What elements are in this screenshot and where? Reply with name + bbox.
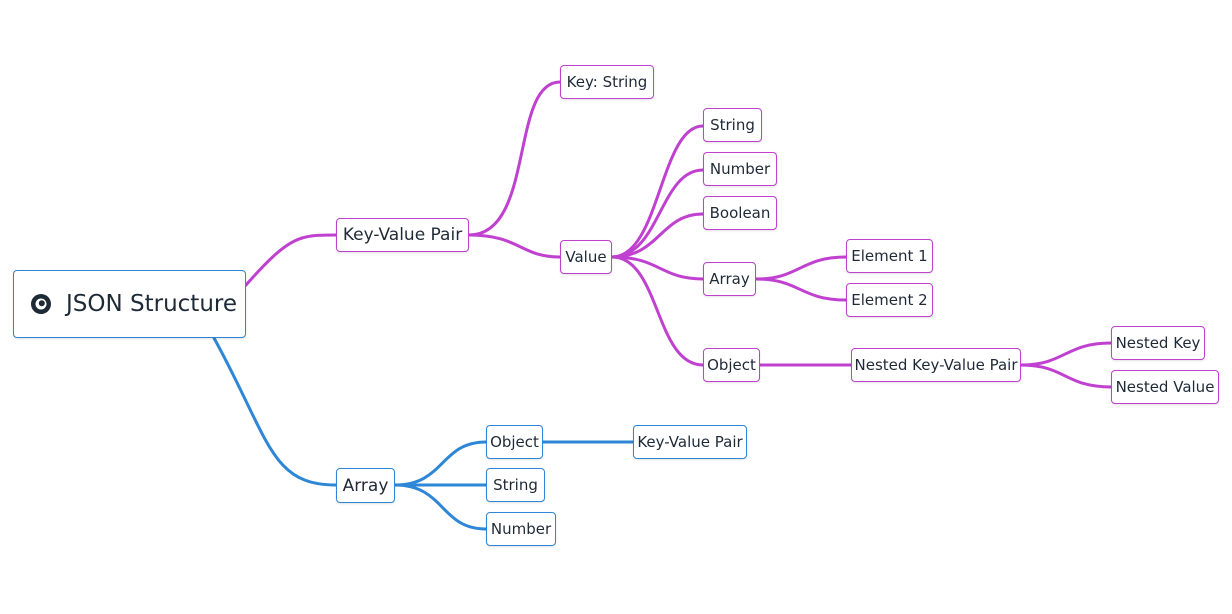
node-value-string[interactable]: String <box>703 108 762 142</box>
node-label: Nested Key-Value Pair <box>854 356 1018 374</box>
node-array-string[interactable]: String <box>486 468 545 502</box>
node-label: Value <box>565 248 607 266</box>
node-label: Key: String <box>566 73 648 91</box>
link-array-element1 <box>754 255 848 281</box>
node-value-object[interactable]: Object <box>703 348 760 382</box>
root-node[interactable]: JSON Structure <box>13 270 246 338</box>
root-label: JSON Structure <box>66 291 237 317</box>
node-value-number[interactable]: Number <box>703 152 777 186</box>
node-value[interactable]: Value <box>560 240 612 274</box>
link-array-object <box>393 440 488 487</box>
link-value-string <box>610 124 705 259</box>
link-value-boolean <box>610 212 705 259</box>
link-kvp-value <box>467 233 562 259</box>
node-label: Nested Key <box>1115 334 1201 352</box>
node-element-2[interactable]: Element 2 <box>846 283 933 317</box>
link-nestedkvp-nestedvalue <box>1019 363 1113 389</box>
node-value-array[interactable]: Array <box>703 262 756 296</box>
node-label: String <box>710 116 755 134</box>
node-label: Array <box>342 475 389 496</box>
node-label: Object <box>490 433 539 451</box>
link-root-kvp <box>244 233 338 287</box>
link-kvp-keystring <box>467 80 562 237</box>
node-array[interactable]: Array <box>336 468 395 503</box>
link-nestedkvp-nestedkey <box>1019 341 1113 367</box>
node-element-1[interactable]: Element 1 <box>846 239 933 273</box>
node-nested-key-value-pair[interactable]: Nested Key-Value Pair <box>851 348 1021 382</box>
node-label: Element 2 <box>851 291 928 309</box>
node-label: Array <box>709 270 750 288</box>
node-value-boolean[interactable]: Boolean <box>703 196 777 230</box>
node-nested-key[interactable]: Nested Key <box>1111 326 1205 360</box>
node-key-value-pair[interactable]: Key-Value Pair <box>336 218 469 252</box>
node-label: Key-Value Pair <box>637 433 743 451</box>
link-value-array <box>610 255 705 281</box>
node-label: Boolean <box>709 204 771 222</box>
node-label: String <box>493 476 538 494</box>
link-array-element2 <box>754 277 848 302</box>
link-root-array <box>212 336 338 487</box>
node-label: Object <box>707 356 756 374</box>
node-label: Element 1 <box>851 247 928 265</box>
link-value-object <box>610 255 705 367</box>
node-key-string[interactable]: Key: String <box>560 65 654 99</box>
node-nested-value[interactable]: Nested Value <box>1111 370 1219 404</box>
node-array-key-value-pair[interactable]: Key-Value Pair <box>633 425 747 459</box>
node-label: Nested Value <box>1115 378 1215 396</box>
node-array-object[interactable]: Object <box>486 425 543 459</box>
node-array-number[interactable]: Number <box>486 512 556 546</box>
node-label: Number <box>490 520 552 538</box>
node-label: Key-Value Pair <box>342 225 463 245</box>
link-value-number <box>610 168 705 259</box>
node-label: Number <box>709 160 771 178</box>
link-array-number <box>393 483 488 531</box>
json-logo-icon <box>31 294 51 314</box>
